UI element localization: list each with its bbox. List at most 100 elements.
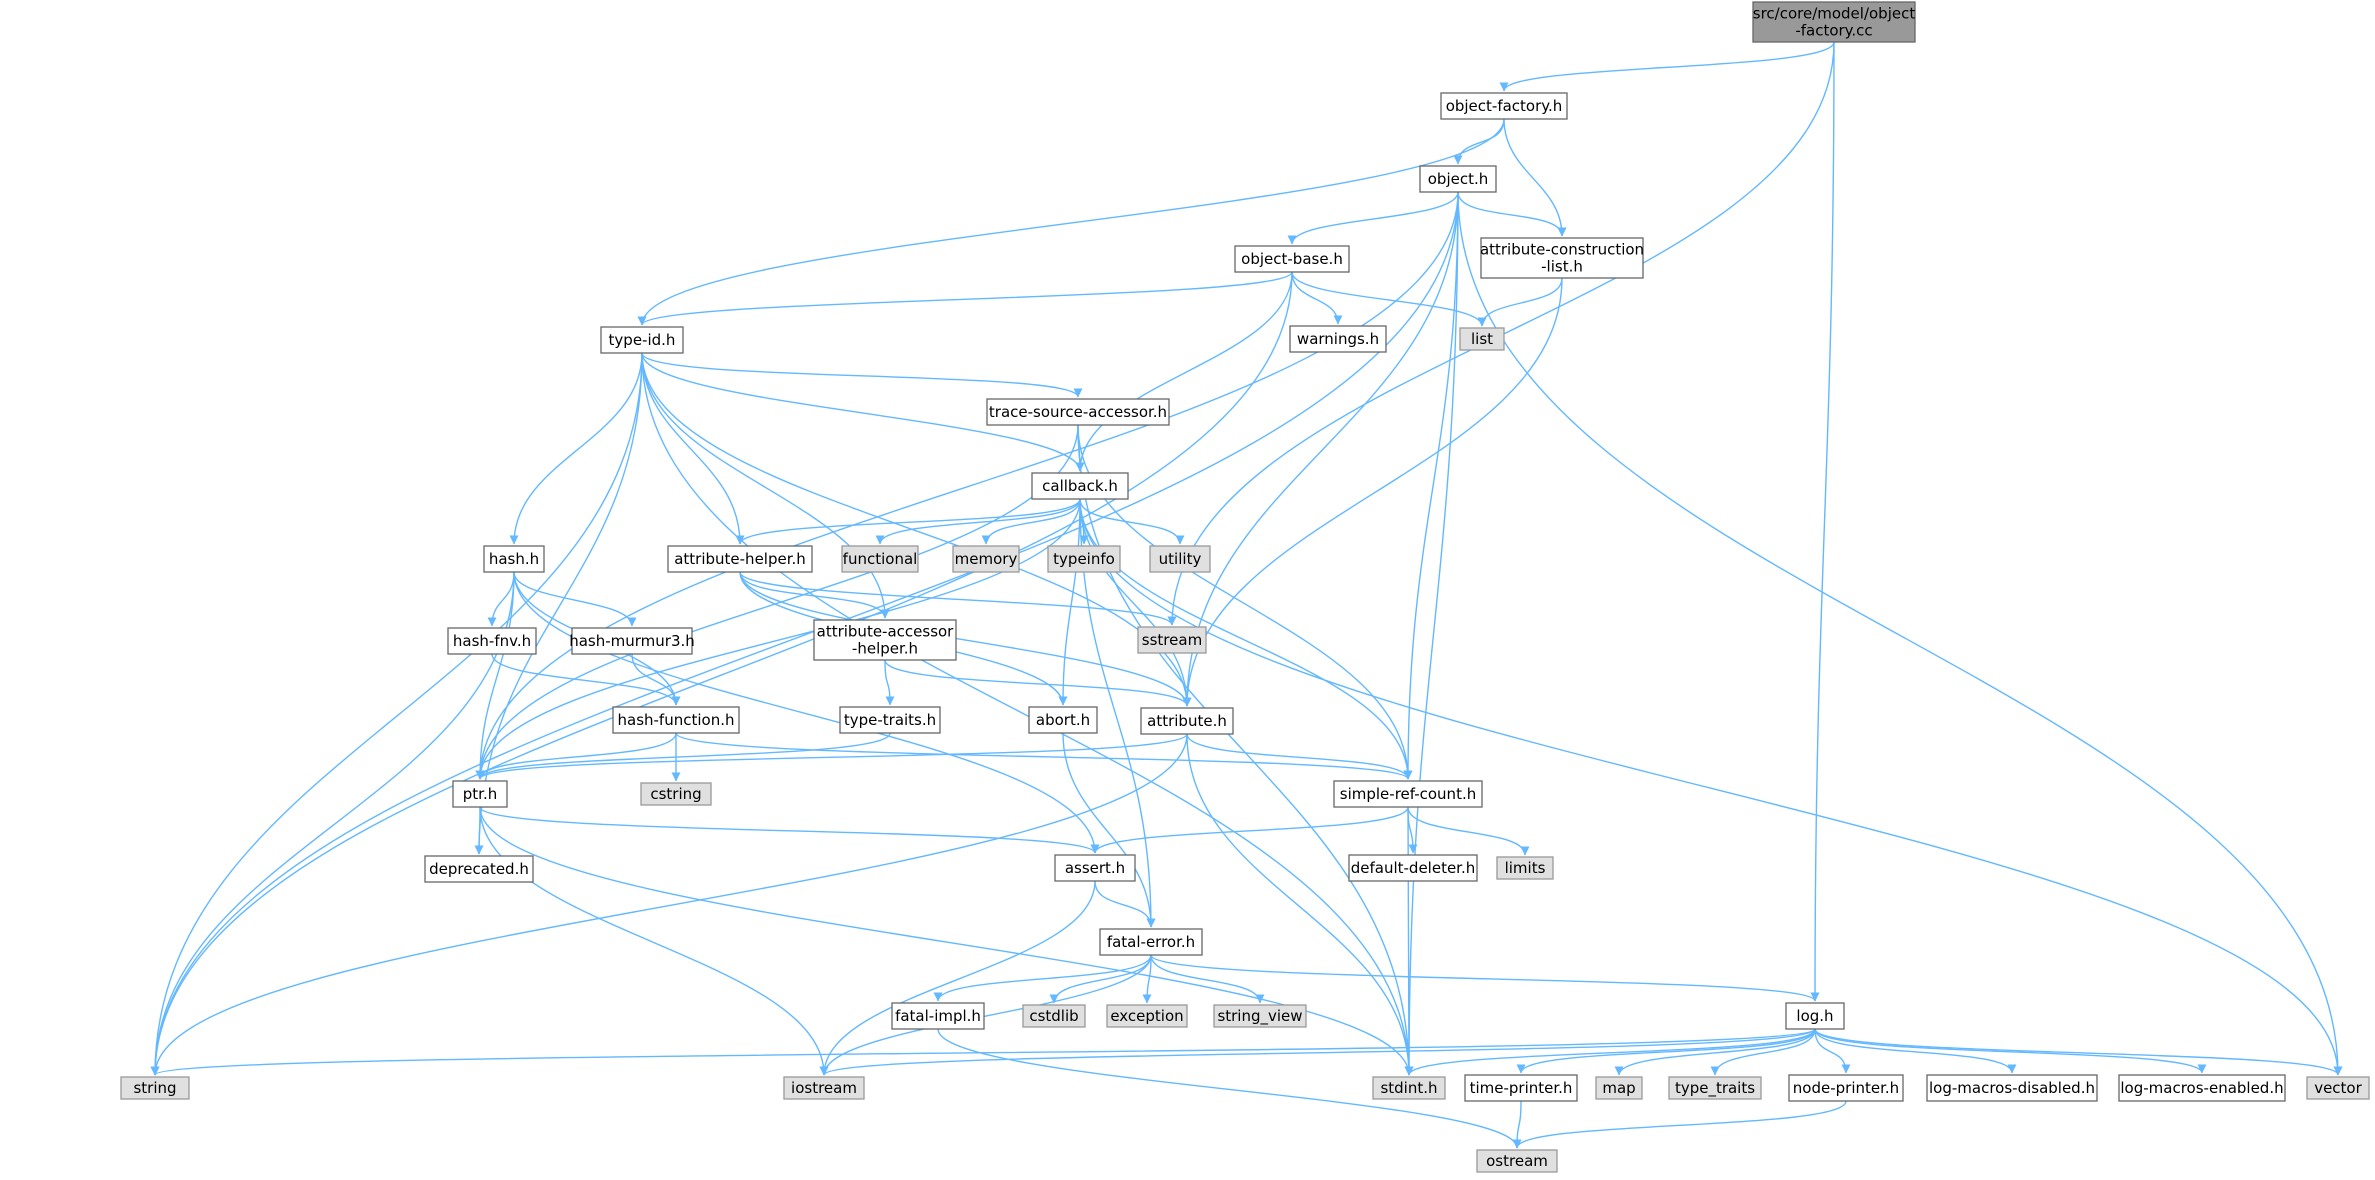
node-callback-h[interactable]: callback.h <box>1031 472 1129 500</box>
node-type-id-h[interactable]: type-id.h <box>600 326 684 354</box>
node-hash-murmur3-h[interactable]: hash-murmur3.h <box>569 627 695 655</box>
node-label: stdint.h <box>1380 1079 1437 1097</box>
node-cstdlib: cstdlib <box>1022 1004 1086 1028</box>
node-box <box>1047 545 1121 573</box>
node-box <box>600 326 684 354</box>
node-time-printer-h[interactable]: time-printer.h <box>1464 1074 1578 1102</box>
edge-object-h-to-ptr-h <box>475 191 1459 780</box>
edge-fatal-error-h-to-cstdlib <box>1049 954 1152 1004</box>
node-log-macros-disabled-h[interactable]: log-macros-disabled.h <box>1926 1074 2098 1102</box>
edge-callback-h-to-attribute-helper-h <box>735 498 1081 545</box>
edge-attribute-h-to-ptr-h <box>475 733 1188 780</box>
node-assert-h[interactable]: assert.h <box>1054 854 1136 882</box>
node-box <box>1440 92 1568 120</box>
edge-log-h-to-iostream <box>819 1028 1816 1076</box>
node-deprecated-h[interactable]: deprecated.h <box>424 855 534 883</box>
node-box <box>986 398 1170 426</box>
node-label: object-factory.h <box>1446 97 1563 115</box>
node-hash-h[interactable]: hash.h <box>483 545 545 573</box>
node-box <box>447 627 537 655</box>
node-simple-ref-count-h[interactable]: simple-ref-count.h <box>1333 780 1483 808</box>
node-trace-source-accessor-h[interactable]: trace-source-accessor.h <box>986 398 1170 426</box>
node-label: hash-murmur3.h <box>569 632 695 650</box>
node-box <box>1028 706 1098 734</box>
node-box <box>483 545 545 573</box>
edge-object-h-to-object-base-h <box>1287 191 1459 245</box>
node-box <box>1419 165 1497 193</box>
node-label: string <box>133 1079 176 1097</box>
edge-object-base-h-to-type-id-h <box>637 271 1293 326</box>
edge-fatal-error-h-to-log-h <box>1150 954 1820 1002</box>
node-node-printer-h[interactable]: node-printer.h <box>1788 1074 1904 1102</box>
edge-simple-ref-count-h-to-assert-h <box>1090 806 1409 854</box>
node-box <box>1140 707 1234 735</box>
node-box <box>1234 245 1350 273</box>
node-fatal-impl-h[interactable]: fatal-impl.h <box>891 1002 985 1030</box>
edge-callback-h-to-vector <box>1079 498 2343 1076</box>
edge-attribute-helper-h-to-attribute-accessor-helper-h <box>739 571 890 619</box>
edge-attribute-accessor-helper-h-to-attribute-h <box>884 659 1192 707</box>
node-default-deleter-h[interactable]: default-deleter.h <box>1348 854 1478 882</box>
edge-object-h-to-attribute-h <box>1182 191 1459 707</box>
node-type-traits-h[interactable]: type-traits.h <box>839 706 941 734</box>
node-box <box>839 706 941 734</box>
node-box <box>891 1002 985 1030</box>
node-box <box>1149 545 1211 573</box>
edge-type-id-h-to-stdint-h <box>641 352 1414 1076</box>
edge-callback-h-to-utility <box>1079 498 1185 545</box>
node-box <box>667 545 813 573</box>
node-label: ptr.h <box>463 785 497 803</box>
node-attribute-h[interactable]: attribute.h <box>1140 707 1234 735</box>
node-attribute-helper-h[interactable]: attribute-helper.h <box>667 545 813 573</box>
node-hash-function-h[interactable]: hash-function.h <box>612 706 740 734</box>
node-ptr-h[interactable]: ptr.h <box>452 780 508 808</box>
node-log-h[interactable]: log.h <box>1785 1002 1845 1030</box>
node-label: src/core/model/object <box>1753 5 1916 23</box>
node-label: attribute-helper.h <box>674 550 806 568</box>
edge-object-h-to-vector <box>1457 191 2343 1076</box>
node-box <box>1480 237 1644 279</box>
node-box <box>1289 325 1387 353</box>
node-box <box>1788 1074 1904 1102</box>
node-abort-h[interactable]: abort.h <box>1028 706 1098 734</box>
node-hash-fnv-h[interactable]: hash-fnv.h <box>447 627 537 655</box>
edge-type-id-h-to-hash-h <box>509 352 643 545</box>
edge-attribute-h-to-string <box>150 733 1188 1076</box>
edge-simple-ref-count-h-to-limits <box>1407 806 1530 856</box>
edge-type-id-h-to-attribute-helper-h <box>641 352 745 545</box>
edge-root-to-object-factory-h <box>1499 41 1835 92</box>
node-label: typeinfo <box>1053 550 1115 568</box>
node-box <box>952 545 1020 573</box>
edge-callback-h-to-attribute-h <box>1079 498 1192 707</box>
edge-attribute-h-to-stdint-h <box>1186 733 1414 1076</box>
node-box <box>841 545 919 573</box>
edge-attribute-helper-h-to-sstream <box>739 571 1177 626</box>
node-warnings-h[interactable]: warnings.h <box>1289 325 1387 353</box>
edge-callback-h-to-functional <box>875 498 1081 545</box>
edge-fatal-impl-h-to-ostream <box>937 1028 1522 1149</box>
node-box <box>1785 1002 1845 1030</box>
node-label: object.h <box>1428 170 1489 188</box>
node-stdint-h: stdint.h <box>1372 1076 1446 1100</box>
edge-attribute-helper-h-to-attribute-h <box>739 571 1192 707</box>
edge-type-id-h-to-callback-h <box>641 352 1085 472</box>
node-object-factory-h[interactable]: object-factory.h <box>1440 92 1568 120</box>
edge-object-base-h-to-callback-h <box>1075 271 1293 472</box>
node-string-view: string_view <box>1213 1004 1307 1028</box>
node-limits: limits <box>1496 856 1554 880</box>
file-nodes: src/core/model/object-factory.ccobject-f… <box>120 1 2370 1173</box>
edge-attribute-construction-list-h-to-list <box>1477 277 1563 327</box>
node-object-h[interactable]: object.h <box>1419 165 1497 193</box>
node-box <box>424 855 534 883</box>
node-object-base-h[interactable]: object-base.h <box>1234 245 1350 273</box>
node-log-macros-enabled-h[interactable]: log-macros-enabled.h <box>2118 1074 2286 1102</box>
edge-ptr-h-to-iostream <box>479 806 829 1076</box>
edge-type-id-h-to-string <box>150 352 643 1076</box>
node-attribute-accessor-helper-h[interactable]: attribute-accessor-helper.h <box>813 619 957 661</box>
node-label: cstring <box>650 785 701 803</box>
node-label: vector <box>2314 1079 2362 1097</box>
node-fatal-error-h[interactable]: fatal-error.h <box>1099 928 1203 956</box>
edge-type-id-h-to-deprecated-h <box>474 352 643 855</box>
node-attribute-construction-list-h[interactable]: attribute-construction-list.h <box>1480 237 1644 279</box>
edge-type-traits-h-to-ptr-h <box>475 732 891 780</box>
